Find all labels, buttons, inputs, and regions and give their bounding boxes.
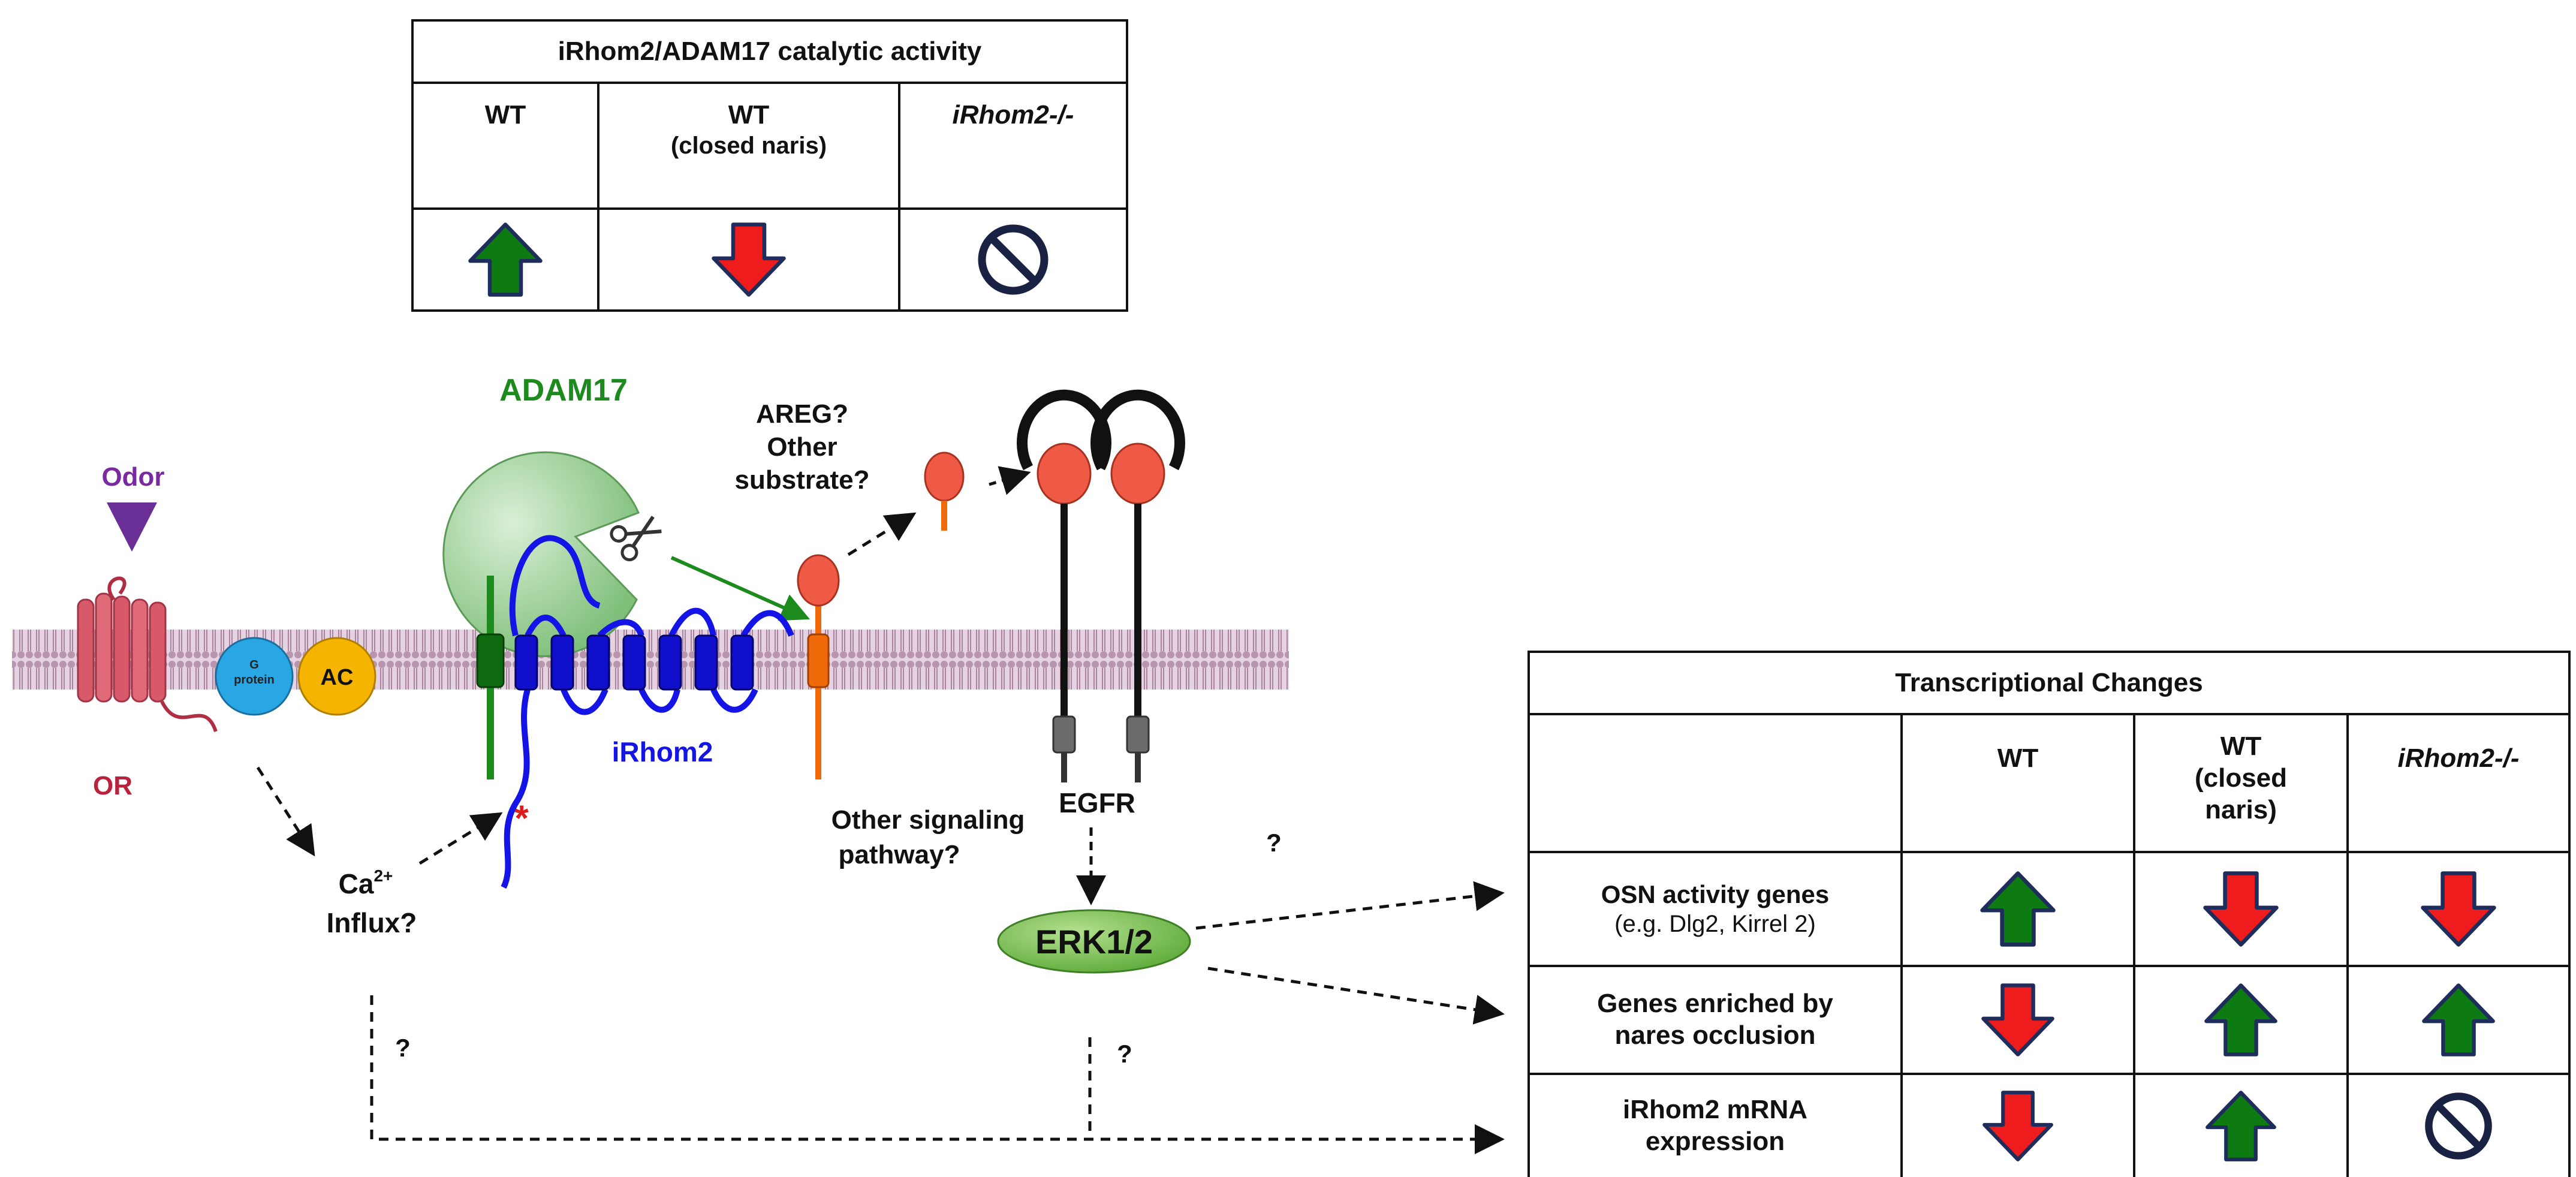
transcription-col-wt: WT xyxy=(1997,743,2039,773)
no-symbol-icon xyxy=(978,224,1049,295)
areg-label-1: AREG? xyxy=(756,399,848,429)
enriched-ko-symbol xyxy=(2349,967,2568,1073)
erk-node-icon xyxy=(997,909,1191,974)
up-arrow-icon xyxy=(468,222,543,297)
catalytic-symbol-wt xyxy=(414,210,597,309)
or-label: OR xyxy=(93,771,132,800)
odor-label: Odor xyxy=(101,462,164,492)
up-arrow-icon xyxy=(2206,1091,2276,1161)
transcriptional-changes-table: Transcriptional Changes WT WT (closed na… xyxy=(1527,651,2571,1177)
areg-label-3: substrate? xyxy=(735,465,870,495)
mrna-wt-symbol xyxy=(1903,1075,2133,1177)
odor-triangle-icon xyxy=(107,502,157,552)
enriched-closed-symbol xyxy=(2135,967,2346,1073)
adam17-label: ADAM17 xyxy=(499,373,628,408)
catalytic-table-title: iRhom2/ADAM17 catalytic activity xyxy=(558,36,982,66)
transcription-col-wt-closed: WT (closed naris) xyxy=(2194,732,2288,824)
g-protein-icon xyxy=(215,637,294,716)
erk-to-enriched-arrow xyxy=(1207,967,1505,1025)
catalytic-symbol-irhom2-ko xyxy=(900,210,1126,309)
mrna-closed-symbol xyxy=(2135,1075,2346,1177)
transcription-row-label-enriched: Genes enriched by nares occlusion xyxy=(1597,989,1833,1050)
catalytic-col-wt-closed: WT (closed naris) xyxy=(670,100,827,159)
shed-ligand-icon xyxy=(924,451,965,502)
egfr-label: EGFR xyxy=(1059,787,1135,818)
catalytic-symbol-wt-closed xyxy=(599,210,898,309)
osn-ko-symbol xyxy=(2349,853,2568,965)
adam17-tm-domain xyxy=(476,633,505,688)
down-arrow-icon xyxy=(2203,871,2279,947)
mrna-ko-symbol xyxy=(2349,1075,2568,1177)
egfr-receptor-icon xyxy=(1017,389,1185,782)
enriched-wt-symbol xyxy=(1903,967,2133,1073)
down-arrow-icon xyxy=(1981,983,2054,1056)
shedding-arrow xyxy=(847,512,917,556)
catalytic-col-irhom2-ko: iRhom2-/- xyxy=(952,100,1074,130)
ca-to-irhom2-arrow xyxy=(418,812,503,865)
catalytic-col-wt: WT xyxy=(484,100,526,130)
down-arrow-icon xyxy=(712,222,786,297)
other-pathway-label-1: Other signaling xyxy=(831,805,1025,835)
transcription-row-label-irhom2-mrna: iRhom2 mRNA expression xyxy=(1622,1095,1808,1156)
up-arrow-icon xyxy=(2422,983,2495,1056)
erk-label: ERK1/2 xyxy=(1035,923,1153,961)
down-arrow-icon xyxy=(1983,1091,2053,1161)
substrate-ectodomain-icon xyxy=(797,554,840,607)
irhom2-chain xyxy=(525,607,794,715)
ca-label: Ca2+ xyxy=(339,866,393,899)
up-arrow-icon xyxy=(1980,871,2056,947)
question-mark-erk: ? xyxy=(1266,829,1282,857)
scissors-icon xyxy=(610,516,662,562)
transcription-table-title: Transcriptional Changes xyxy=(1895,667,2203,697)
cell-membrane xyxy=(12,630,1289,690)
areg-label-2: Other xyxy=(767,432,837,462)
ca-to-irhom2-mrna-arrow xyxy=(370,995,1505,1154)
irhom2-tm-domains xyxy=(514,634,754,691)
transcription-col-irhom2-ko: iRhom2-/- xyxy=(2397,743,2520,773)
ligand-to-egfr-arrow xyxy=(989,466,1031,495)
irhom2-loop-top xyxy=(509,535,601,637)
osn-closed-symbol xyxy=(2135,853,2346,965)
olfactory-receptor-icon xyxy=(77,576,218,732)
adenylyl-cyclase-icon xyxy=(297,637,376,716)
question-mark-erk-bottom: ? xyxy=(1117,1040,1132,1068)
question-mark-ca: ? xyxy=(395,1034,411,1062)
other-pathway-label-2: pathway? xyxy=(839,840,960,869)
cleavage-arrow xyxy=(670,556,810,621)
influx-label: Influx? xyxy=(327,907,417,938)
g-protein-label-2: protein xyxy=(234,673,275,687)
irhom2-ntail xyxy=(501,688,531,889)
or-to-ca-arrow xyxy=(256,766,315,857)
irhom2-label: iRhom2 xyxy=(612,736,713,767)
no-symbol-icon xyxy=(2425,1092,2492,1160)
g-protein-label-1: G xyxy=(249,658,259,672)
ac-label: AC xyxy=(321,665,354,690)
substrate-tm-domain xyxy=(807,633,830,688)
transcription-row-label-osn: OSN activity genes (e.g. Dlg2, Kirrel 2) xyxy=(1601,880,1830,938)
osn-wt-symbol xyxy=(1903,853,2133,965)
catalytic-activity-table: iRhom2/ADAM17 catalytic activity WT WT (… xyxy=(411,19,1128,312)
erk-to-osn-arrow xyxy=(1195,881,1505,930)
up-arrow-icon xyxy=(2204,983,2277,1056)
down-arrow-icon xyxy=(2421,871,2496,947)
